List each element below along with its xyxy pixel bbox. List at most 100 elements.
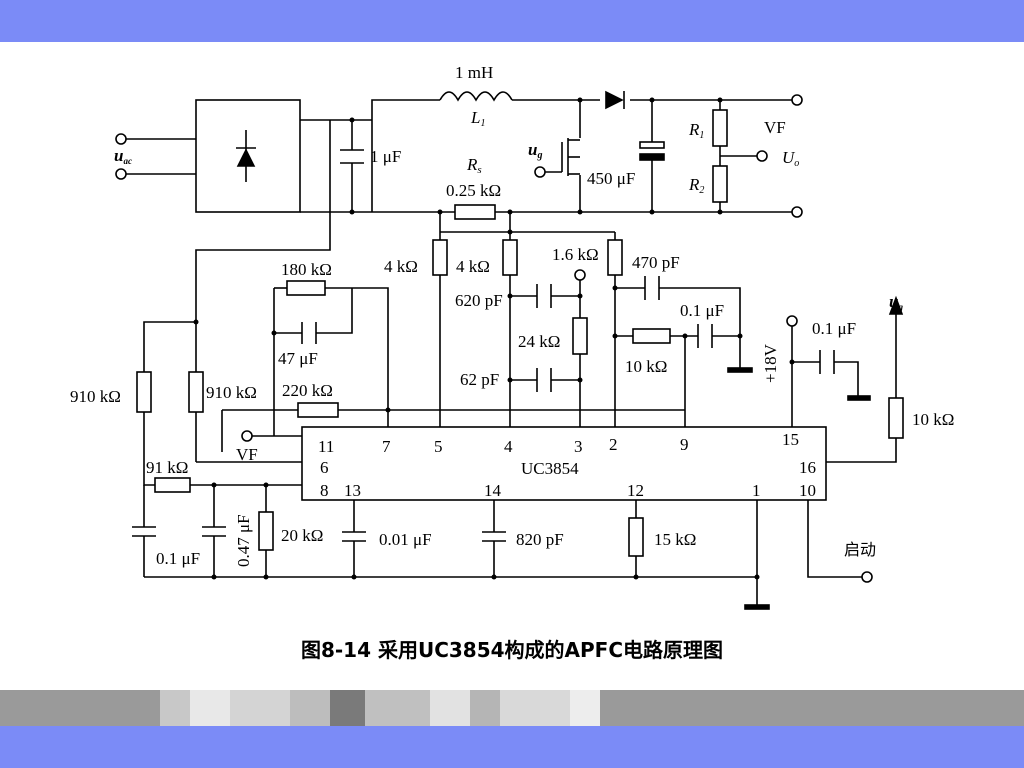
pin-13: 13 bbox=[344, 481, 361, 500]
label-1mh: 1 mH bbox=[455, 63, 493, 82]
pin-15: 15 bbox=[782, 430, 799, 449]
top-band bbox=[0, 0, 1024, 42]
label-0-25k: 0.25 kΩ bbox=[446, 181, 501, 200]
label-24k: 24 kΩ bbox=[518, 332, 560, 351]
terminal-vf-pin bbox=[241, 430, 253, 442]
bulk-cap-symbol bbox=[639, 141, 665, 149]
label-ug-out: ug bbox=[889, 292, 903, 312]
deco-tile bbox=[330, 690, 365, 726]
label-ug-gate: ug bbox=[528, 140, 542, 161]
label-91k: 91 kΩ bbox=[146, 458, 188, 477]
pin-7: 7 bbox=[382, 437, 391, 456]
label-4k-b: 4 kΩ bbox=[456, 257, 490, 276]
terminal-uac-top bbox=[115, 133, 127, 145]
pin-16: 16 bbox=[799, 458, 816, 477]
resistor-r1 bbox=[712, 109, 728, 147]
label-0-1uf-mid: 0.1 μF bbox=[680, 301, 724, 320]
pin-9: 9 bbox=[680, 435, 689, 454]
label-start: 启动 bbox=[844, 541, 876, 559]
ground-symbol-supply bbox=[847, 395, 871, 401]
label-1-6k: 1.6 kΩ bbox=[552, 245, 599, 264]
label-15k: 15 kΩ bbox=[654, 530, 696, 549]
deco-tile bbox=[500, 690, 570, 726]
resistor-4k-b bbox=[502, 239, 518, 276]
resistor-10k-out bbox=[888, 397, 904, 439]
label-620pf: 620 pF bbox=[455, 291, 503, 310]
figure-caption: 图8-14 采用UC3854构成的APFC电路原理图 bbox=[300, 638, 724, 662]
label-910k-mid: 910 kΩ bbox=[206, 383, 257, 402]
diode-symbol bbox=[605, 90, 624, 110]
pin-14: 14 bbox=[484, 481, 502, 500]
resistor-220k bbox=[297, 402, 339, 418]
label-18v: +18V bbox=[761, 343, 780, 383]
resistor-20k bbox=[258, 511, 274, 551]
circuit-wires bbox=[126, 99, 897, 608]
label-r2: R2 bbox=[688, 175, 704, 196]
pin-6: 6 bbox=[320, 458, 329, 477]
deco-tile bbox=[160, 690, 190, 726]
pin-11: 11 bbox=[318, 437, 334, 456]
label-l1: L1 bbox=[470, 108, 485, 129]
chip-name: UC3854 bbox=[521, 459, 579, 478]
label-910k-left: 910 kΩ bbox=[70, 387, 121, 406]
pin-10: 10 bbox=[799, 481, 816, 500]
label-rs: Rs bbox=[466, 155, 482, 176]
resistor-24k bbox=[572, 317, 588, 355]
bottom-band bbox=[0, 726, 1024, 768]
circuit-components bbox=[115, 90, 904, 610]
decorative-strip bbox=[0, 690, 1024, 726]
label-r1: R1 bbox=[688, 120, 704, 141]
deco-tile bbox=[230, 690, 290, 726]
ground-symbol-mid bbox=[727, 367, 753, 373]
label-uac: uac bbox=[114, 146, 132, 166]
label-62pf: 62 pF bbox=[460, 370, 499, 389]
junction-dots bbox=[193, 97, 795, 580]
pin-1: 1 bbox=[752, 481, 761, 500]
terminal-uac-bottom bbox=[115, 168, 127, 180]
terminal-bottom-rail bbox=[791, 206, 803, 218]
apfc-circuit-schematic: 1 mH L1 1 μF Rs 0.25 kΩ ug 450 μF R1 R2 … bbox=[70, 63, 954, 610]
label-10k-mid: 10 kΩ bbox=[625, 357, 667, 376]
label-10k-out: 10 kΩ bbox=[912, 410, 954, 429]
terminal-vf-top bbox=[791, 94, 803, 106]
label-220k: 220 kΩ bbox=[282, 381, 333, 400]
terminal-node-3 bbox=[574, 269, 586, 281]
deco-tile bbox=[290, 690, 330, 726]
label-0-47uf: 0.47 μF bbox=[234, 514, 253, 567]
label-0-01uf: 0.01 μF bbox=[379, 530, 432, 549]
label-0-1uf-bottom: 0.1 μF bbox=[156, 549, 200, 568]
resistor-910k-left bbox=[136, 371, 152, 413]
pin-3: 3 bbox=[574, 437, 583, 456]
resistor-rs bbox=[454, 204, 496, 220]
pin-12: 12 bbox=[627, 481, 644, 500]
label-820pf: 820 pF bbox=[516, 530, 564, 549]
label-vf-pin: VF bbox=[236, 445, 258, 464]
terminal-supply bbox=[786, 315, 798, 327]
resistor-15k bbox=[628, 517, 644, 557]
deco-tile bbox=[365, 690, 430, 726]
pin-4: 4 bbox=[504, 437, 513, 456]
circuit-labels: 1 mH L1 1 μF Rs 0.25 kΩ ug 450 μF R1 R2 … bbox=[70, 63, 954, 568]
deco-tile bbox=[190, 690, 230, 726]
deco-tile bbox=[470, 690, 500, 726]
terminal-uo bbox=[756, 150, 768, 162]
pin-2: 2 bbox=[609, 435, 618, 454]
resistor-180k bbox=[286, 280, 326, 296]
inductor-symbol bbox=[439, 91, 513, 102]
label-450uf: 450 μF bbox=[587, 169, 635, 188]
label-1uf: 1 μF bbox=[370, 147, 401, 166]
label-0-1uf-supply: 0.1 μF bbox=[812, 319, 856, 338]
deco-tile bbox=[430, 690, 470, 726]
terminal-start bbox=[861, 571, 873, 583]
ground-symbol-bottom bbox=[744, 604, 770, 610]
pin-8: 8 bbox=[320, 481, 329, 500]
label-uo: Uo bbox=[782, 148, 799, 169]
label-180k: 180 kΩ bbox=[281, 260, 332, 279]
deco-tile bbox=[570, 690, 600, 726]
label-470pf: 470 pF bbox=[632, 253, 680, 272]
label-vf-top: VF bbox=[764, 118, 786, 137]
resistor-91k bbox=[154, 477, 191, 493]
terminal-ug-gate bbox=[534, 166, 546, 178]
label-47uf: 47 μF bbox=[278, 349, 318, 368]
resistor-r2 bbox=[712, 165, 728, 203]
